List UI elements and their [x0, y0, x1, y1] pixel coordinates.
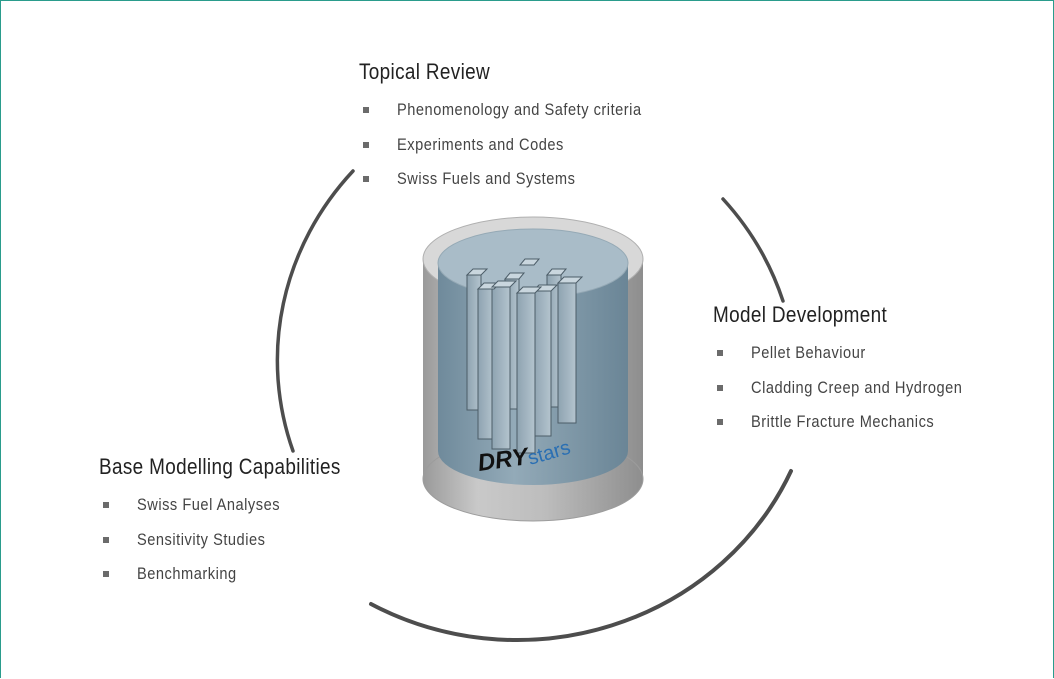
model-development-list: Pellet Behaviour Cladding Creep and Hydr…	[713, 336, 997, 440]
arc-bottom	[369, 469, 793, 642]
list-item-label: Brittle Fracture Mechanics	[751, 412, 935, 432]
square-bullet-icon	[363, 107, 369, 114]
list-item: Benchmarking	[99, 557, 380, 592]
list-item: Pellet Behaviour	[713, 336, 997, 371]
list-item: Sensitivity Studies	[99, 523, 380, 558]
list-item-label: Sensitivity Studies	[137, 529, 266, 549]
arc-left	[275, 169, 355, 453]
list-item: Swiss Fuels and Systems	[359, 162, 681, 197]
list-item: Phenomenology and Safety criteria	[359, 93, 681, 128]
list-item-label: Pellet Behaviour	[751, 343, 866, 363]
fuel-rods	[465, 258, 584, 454]
square-bullet-icon	[103, 502, 109, 509]
drystars-cylinder: DRY stars	[422, 216, 644, 522]
list-item-label: Benchmarking	[137, 564, 237, 584]
cycle-arcs	[275, 169, 793, 642]
list-item: Swiss Fuel Analyses	[99, 488, 380, 523]
square-bullet-icon	[103, 536, 109, 543]
list-item: Experiments and Codes	[359, 128, 681, 163]
topical-review-section: Topical Review Phenomenology and Safety …	[359, 59, 681, 197]
list-item-label: Cladding Creep and Hydrogen	[751, 377, 963, 397]
square-bullet-icon	[363, 176, 369, 183]
list-item-label: Swiss Fuel Analyses	[137, 495, 281, 515]
square-bullet-icon	[717, 419, 723, 426]
base-modelling-title: Base Modelling Capabilities	[99, 454, 341, 479]
list-item: Cladding Creep and Hydrogen	[713, 371, 997, 406]
list-item-label: Swiss Fuels and Systems	[397, 169, 576, 189]
square-bullet-icon	[363, 141, 369, 148]
base-modelling-section: Base Modelling Capabilities Swiss Fuel A…	[99, 454, 380, 592]
topical-review-list: Phenomenology and Safety criteria Experi…	[359, 93, 681, 197]
list-item-label: Phenomenology and Safety criteria	[397, 100, 642, 120]
model-development-section: Model Development Pellet Behaviour Cladd…	[713, 302, 997, 440]
arc-right	[721, 197, 785, 303]
square-bullet-icon	[103, 571, 109, 578]
topical-review-title: Topical Review	[359, 59, 491, 84]
base-modelling-list: Swiss Fuel Analyses Sensitivity Studies …	[99, 488, 380, 592]
list-item: Brittle Fracture Mechanics	[713, 405, 997, 440]
square-bullet-icon	[717, 384, 723, 391]
list-item-label: Experiments and Codes	[397, 134, 564, 154]
model-development-title: Model Development	[713, 302, 888, 327]
square-bullet-icon	[717, 350, 723, 357]
